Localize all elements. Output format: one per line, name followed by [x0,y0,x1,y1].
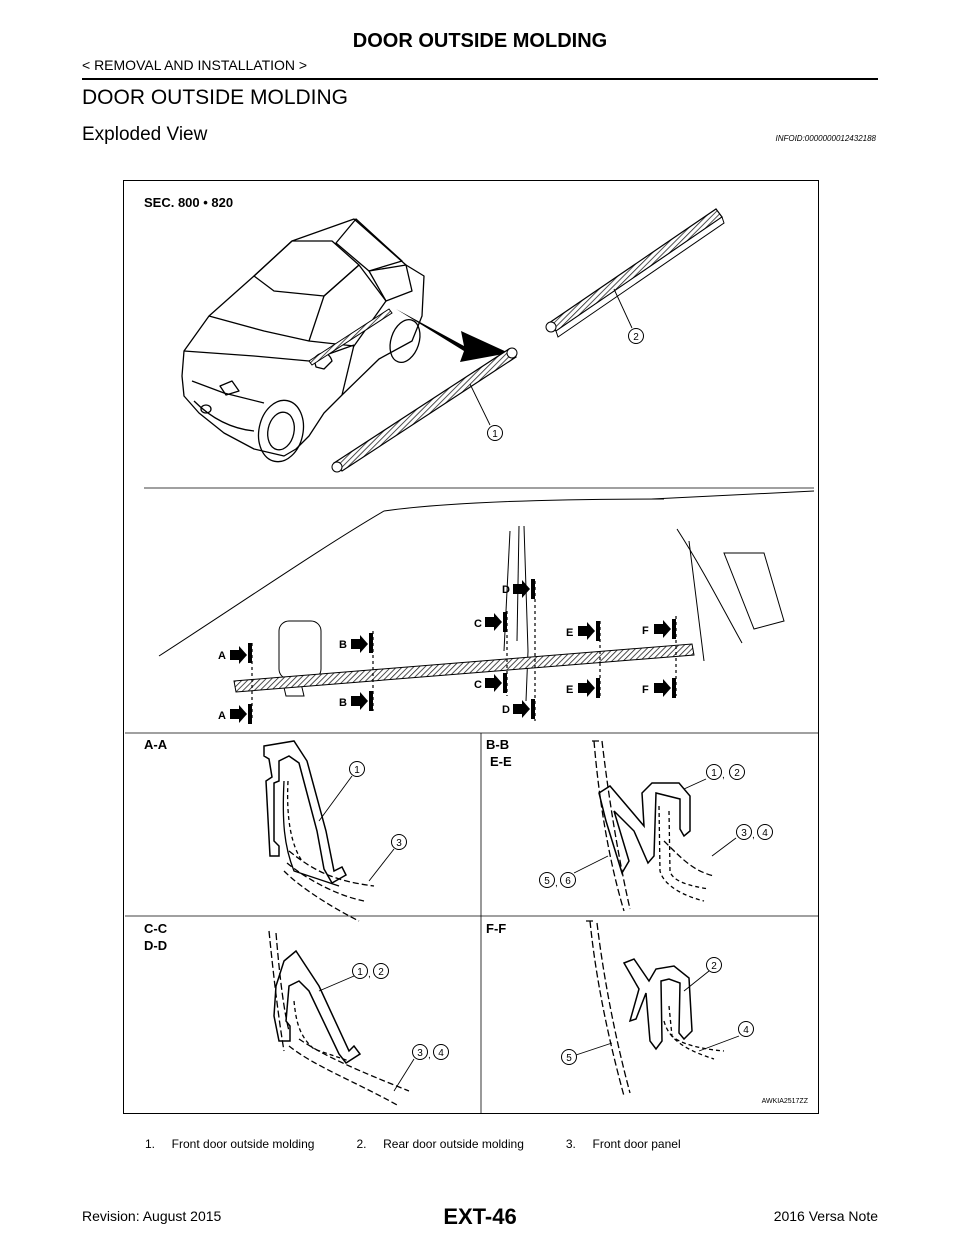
svg-text:1: 1 [711,768,717,779]
section-ff-drawing [586,920,725,1097]
svg-text:3: 3 [417,1048,423,1059]
breadcrumb: < REMOVAL AND INSTALLATION > [82,57,308,73]
vehicle-model: 2016 Versa Note [773,1208,878,1224]
svg-text:E: E [566,684,573,696]
svg-text:D: D [502,584,510,596]
section-bb-drawing [592,740,715,912]
svg-text:5: 5 [544,876,550,887]
svg-text:4: 4 [438,1048,444,1059]
section-label-ff: F-F [486,921,506,936]
svg-text:B: B [339,639,347,651]
side-view-illustration [158,490,815,702]
exploded-view-figure: SEC. 800 • 820 [123,180,819,1114]
svg-text:,: , [368,969,371,980]
parts-legend: 1. Front door outside molding 2. Rear do… [145,1137,681,1151]
figure-code: AWKIA2517ZZ [762,1098,809,1105]
legend-item: 3. Front door panel [565,1137,681,1151]
svg-text:3: 3 [396,838,402,849]
svg-text:,: , [428,1050,431,1061]
side-molding-strip [233,643,695,693]
revision-date: Revision: August 2015 [82,1208,222,1224]
svg-text:3: 3 [741,828,747,839]
svg-text:,: , [555,878,558,889]
header-divider [82,78,878,80]
svg-text:1: 1 [357,967,363,978]
section-label-ee: E-E [490,754,512,769]
svg-text:F: F [642,684,649,696]
svg-text:A: A [218,650,226,662]
section-aa-drawing [263,740,375,922]
svg-text:,: , [752,830,755,841]
svg-text:4: 4 [762,828,768,839]
section-label-cc: C-C [144,921,168,936]
svg-text:E: E [566,627,573,639]
front-door-molding-part: 1 [331,347,518,473]
svg-text:C: C [474,679,482,691]
svg-text:2: 2 [378,967,384,978]
section-label-bb: B-B [486,737,509,752]
car-molding-highlight [308,308,393,366]
rear-door-molding-part: 2 [545,208,725,344]
section-cc-drawing [268,930,410,1107]
svg-text:2: 2 [734,768,740,779]
section-label-aa: A-A [144,737,168,752]
svg-text:,: , [722,770,725,781]
svg-text:A: A [218,710,226,722]
pointer-arrow [396,309,509,362]
svg-text:6: 6 [565,876,571,887]
sec-label: SEC. 800 • 820 [144,195,233,210]
svg-text:1: 1 [492,429,498,440]
page-title: DOOR OUTSIDE MOLDING [82,86,349,109]
legend-item: 1. Front door outside molding [145,1137,315,1151]
svg-text:2: 2 [633,332,639,343]
page-code: EXT-46 [443,1204,517,1229]
svg-text:1: 1 [354,765,360,776]
exploded-view-diagram: SEC. 800 • 820 [125,195,819,1114]
section-title: Exploded View [82,124,208,145]
info-id: INFOID:0000000012432188 [775,134,876,143]
svg-text:D: D [502,704,510,716]
section-arrow-markers: A A B B C C D D E [218,579,676,724]
page-header-title: DOOR OUTSIDE MOLDING [352,30,608,52]
section-label-dd: D-D [144,938,167,953]
svg-text:4: 4 [743,1025,749,1036]
svg-text:F: F [642,625,649,637]
svg-text:C: C [474,618,482,630]
svg-text:B: B [339,697,347,709]
svg-text:2: 2 [711,961,717,972]
svg-text:5: 5 [566,1053,572,1064]
legend-item: 2. Rear door outside molding [356,1137,524,1151]
